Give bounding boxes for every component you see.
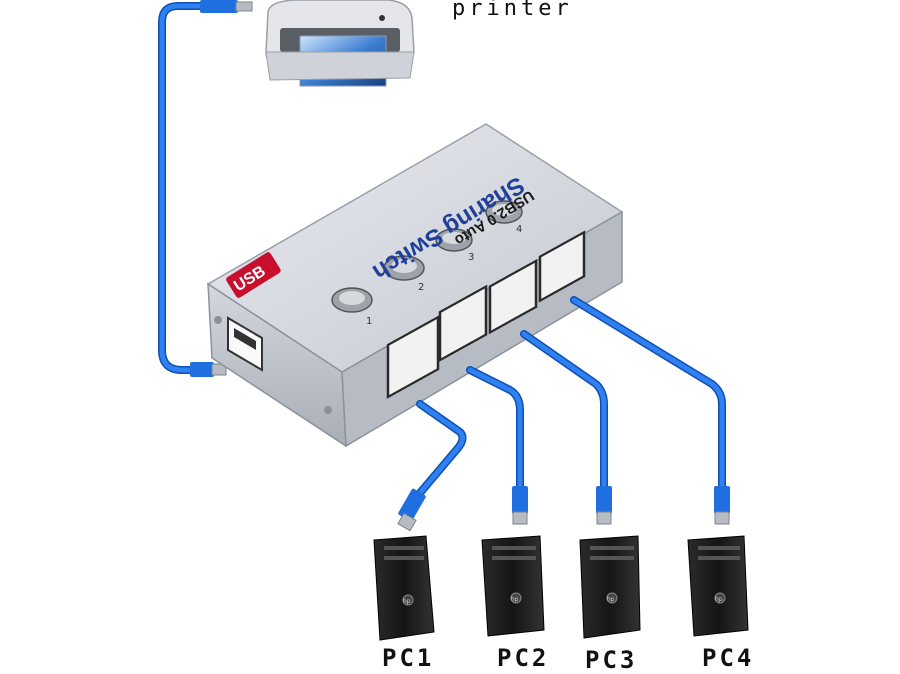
hub-button-3: 3	[435, 228, 474, 263]
pc2-tower-icon: hp	[481, 535, 545, 637]
pc3-label: PC3	[585, 646, 638, 674]
hub-button-4: 4	[485, 200, 523, 235]
svg-text:hp: hp	[403, 598, 411, 605]
usb-b-port-1	[386, 315, 440, 399]
usb-a-plug-bottom-icon	[190, 362, 227, 377]
svg-text:4: 4	[516, 224, 522, 235]
usb-b-port-3	[488, 258, 538, 335]
usb-b-port-4	[538, 230, 586, 303]
svg-text:hp: hp	[511, 596, 519, 603]
printer-label: printer	[452, 0, 573, 21]
svg-text:hp: hp	[715, 596, 723, 603]
pc4-tower-icon: hp	[687, 535, 749, 637]
printer-cable	[158, 2, 232, 374]
usb-b-port-2	[438, 284, 488, 363]
pc2-label: PC2	[497, 644, 550, 672]
svg-text:hp: hp	[607, 596, 615, 603]
hub-button-1: 1	[331, 287, 373, 327]
printer-icon	[265, 0, 415, 87]
pc3-tower-icon: hp	[579, 535, 641, 639]
usb-a-plug-top-icon	[200, 0, 253, 13]
usb-plugs	[397, 486, 730, 532]
hub-button-2: 2	[383, 255, 425, 293]
svg-text:1: 1	[366, 316, 372, 327]
pc1-tower-icon: hp	[373, 535, 435, 641]
pc-cables	[410, 296, 726, 504]
svg-text:2: 2	[418, 282, 424, 293]
pc1-label: PC1	[382, 644, 435, 672]
pc4-label: PC4	[702, 644, 755, 672]
svg-text:3: 3	[468, 252, 474, 263]
